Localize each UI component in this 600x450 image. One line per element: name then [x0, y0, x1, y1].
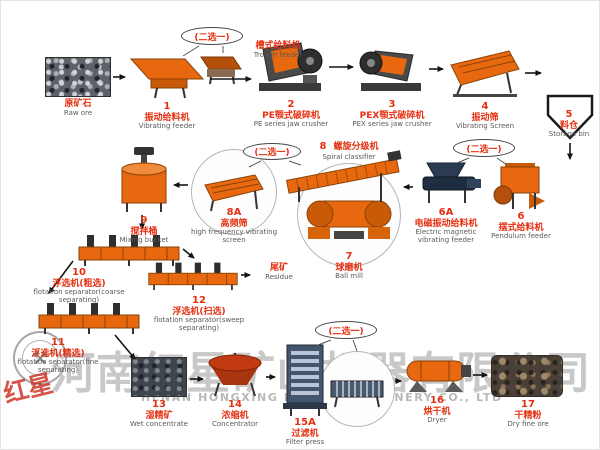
storage-bin-graphic — [546, 94, 594, 140]
ball-mill-graphic — [306, 200, 392, 239]
pe-jaw-crusher-graphic — [259, 42, 323, 91]
label-vibrating-feeder: 1 振动给料机 Vibrating feeder — [138, 101, 196, 131]
wet-concentrate-image — [131, 357, 187, 397]
pendulum-feeder-graphic — [493, 163, 545, 209]
label-storage-bin: 5 料仓 Storage bin — [548, 109, 590, 139]
choose-one-bubble-filter: (二选一) — [315, 321, 377, 339]
label-electromagnetic-feeder: 6A 电磁振动给料机 Electric magnetic vibrating f… — [414, 207, 478, 245]
flotation-coarse-graphic — [78, 235, 180, 266]
spiral-classifier-graphic — [285, 150, 402, 202]
dryer-graphic — [406, 360, 471, 392]
filter-press-graphic — [283, 344, 327, 416]
label-pe-jaw-crusher: 2 PE颚式破碎机 PE series jaw crusher — [253, 99, 329, 129]
choose-one-bubble-feeder: (二选一) — [181, 27, 243, 45]
label-trough-feeder: 槽式给料机 Trough feeder — [253, 41, 303, 59]
mixing-bucket-graphic — [121, 147, 167, 212]
pex-jaw-crusher-graphic — [359, 50, 421, 91]
raw-ore-image — [45, 57, 111, 97]
flotation-sweep-graphic — [148, 262, 238, 291]
crossed-hammers-icon: ⚒ — [22, 340, 58, 376]
label-dry-fine-ore: 17 干精粉 Dry fine ore — [507, 399, 549, 429]
concentrator-graphic — [208, 353, 262, 397]
label-raw-ore: 原矿石 Raw ore — [63, 99, 93, 117]
label-pex-jaw-crusher: 3 PEX颚式破碎机 PEX series jaw crusher — [352, 99, 432, 129]
electromagnetic-feeder-graphic — [422, 162, 481, 203]
dry-fine-ore-image — [491, 355, 563, 397]
label-flotation-sweep: 12 浮选机(扫选) flotation separator(sweep sep… — [153, 295, 245, 333]
vibrating-feeder-graphic — [129, 58, 205, 99]
label-flotation-fine: 11 浮选机(精选) flotation separator(fine sepa… — [17, 337, 99, 375]
label-mixing-bucket: 9 搅拌桶 Mixing bucket — [119, 215, 169, 245]
label-residue: 尾矿 Residue — [265, 263, 293, 281]
label-ball-mill: 7 球磨机 Ball mill — [335, 251, 363, 281]
vibrating-screen-graphic — [450, 50, 520, 97]
label-wet-concentrate: 13 湿精矿 Wet concentrate — [130, 399, 188, 429]
label-concentrator: 14 浓缩机 Concentrator — [211, 399, 259, 429]
filter-alt-graphic — [330, 380, 384, 408]
choose-one-bubble-classifier: (二选一) — [243, 143, 301, 160]
label-dryer: 16 烘干机 Dryer — [423, 395, 451, 425]
label-flotation-coarse: 10 浮选机(粗选) flotation separator(coarse se… — [33, 267, 125, 305]
trough-feeder-graphic — [200, 56, 242, 85]
flotation-fine-graphic — [38, 303, 140, 334]
high-frequency-screen-graphic — [204, 174, 264, 212]
label-spiral-classifier: 8 螺旋分级机 Spiral classifier — [319, 141, 379, 161]
label-filter-press: 15A 过滤机 Filter press — [285, 417, 325, 447]
company-logo: ⚒ — [13, 331, 67, 385]
label-pendulum-feeder: 6 摆式给料机 Pendulum feeder — [491, 211, 551, 241]
choose-one-bubble-middle-feeder: (二选一) — [453, 139, 515, 157]
label-high-frequency-screen: 8A 高频筛 high frequency vibrating screen — [190, 207, 278, 245]
label-vibrating-screen: 4 振动筛 Vibrating Screen — [455, 101, 515, 131]
